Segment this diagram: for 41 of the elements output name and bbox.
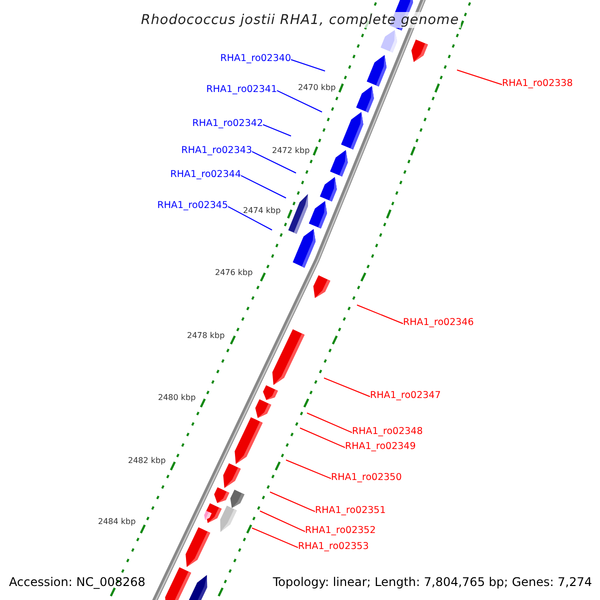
gene-label: RHA1_ro02352 xyxy=(305,525,376,537)
scale-label: 2470 kbp xyxy=(298,83,336,93)
genome-stats-text: Topology: linear; Length: 7,804,765 bp; Genes: 7,274 xyxy=(272,575,592,589)
scale-label: 2472 kbp xyxy=(272,146,310,156)
gene-label: RHA1_ro02341 xyxy=(206,84,277,96)
leader-line xyxy=(306,412,352,434)
map-title: Rhodococcus jostii RHA1, complete genome xyxy=(139,12,461,28)
leader-line xyxy=(356,304,404,324)
leader-line xyxy=(260,510,306,532)
gene-label: RHA1_ro02345 xyxy=(157,200,228,212)
scale-label: 2474 kbp xyxy=(243,206,281,216)
leader-line xyxy=(270,492,316,512)
leader-line xyxy=(286,460,332,480)
scale-label: 2476 kbp xyxy=(215,268,253,278)
gene-label: RHA1_ro02348 xyxy=(352,426,423,438)
leader-line xyxy=(228,206,272,230)
scale-label: 2482 kbp xyxy=(128,456,166,466)
gene-label: RHA1_ro02349 xyxy=(345,441,416,453)
leader-line xyxy=(252,528,298,548)
gene-label: RHA1_ro02344 xyxy=(170,169,241,181)
leader-line xyxy=(324,378,370,398)
gene-label: RHA1_ro02346 xyxy=(403,317,474,329)
gene-label: RHA1_ro02353 xyxy=(298,541,369,553)
gene-label: RHA1_ro02347 xyxy=(370,390,441,402)
gene-label: RHA1_ro02338 xyxy=(502,78,573,90)
scale-label: 2480 kbp xyxy=(158,393,196,403)
accession-text: Accession: NC_008268 xyxy=(9,575,146,589)
gene-label: RHA1_ro02351 xyxy=(315,505,386,517)
scale-label: 2478 kbp xyxy=(187,331,225,341)
gene-label: RHA1_ro02350 xyxy=(331,472,402,484)
leader-line xyxy=(290,59,326,72)
leader-line xyxy=(456,70,502,86)
leader-line xyxy=(300,428,346,448)
gene-label: RHA1_ro02340 xyxy=(220,53,291,65)
gene-label: RHA1_ro02342 xyxy=(192,118,263,130)
leader-line xyxy=(240,175,286,198)
gene-label: RHA1_ro02343 xyxy=(181,145,252,157)
leader-line xyxy=(276,90,322,112)
leader-line xyxy=(262,124,292,136)
leader-line xyxy=(252,151,296,174)
scale-label: 2484 kbp xyxy=(98,517,136,527)
